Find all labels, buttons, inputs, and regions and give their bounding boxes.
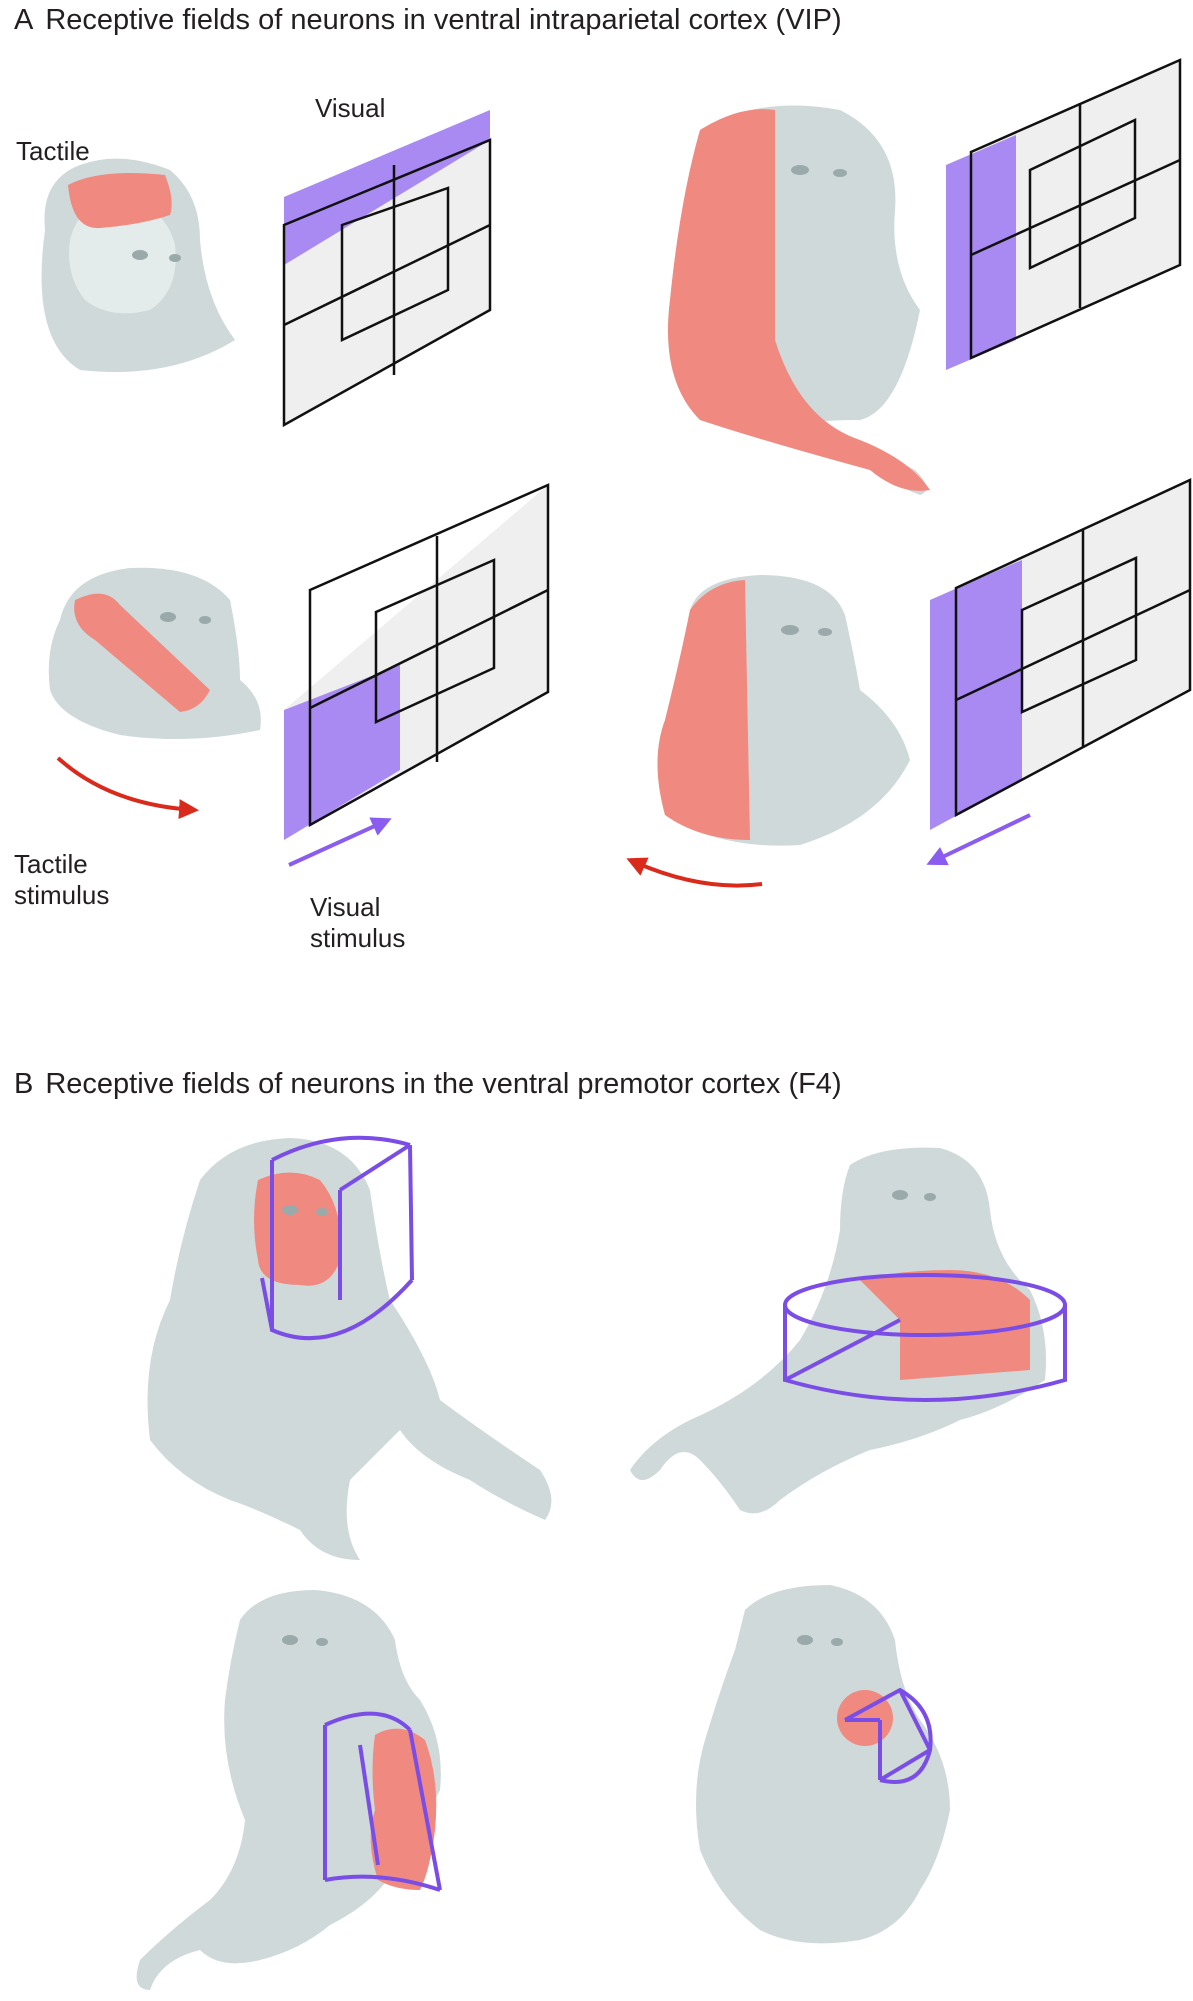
panel-a-title: Receptive fields of neurons in ventral i… <box>45 4 842 36</box>
monkey-body-b2 <box>630 1147 1067 1514</box>
label-tactile: Tactile <box>16 136 90 166</box>
monkey-torso-a2 <box>668 105 930 495</box>
visual-stimulus-arrow-a4 <box>926 813 1031 866</box>
tactile-field-a1 <box>68 172 172 229</box>
visual-field-volume-b2 <box>783 1273 1067 1402</box>
monkey-head-a3 <box>48 567 261 739</box>
label-visual: Visual <box>315 93 386 123</box>
visual-stimulus-arrow-a3 <box>288 817 392 867</box>
visual-grid-a2 <box>946 58 1182 370</box>
tactile-field-b3 <box>370 1728 437 1890</box>
panel-b-letter: B <box>14 1068 34 1100</box>
tactile-stimulus-arrow-a3 <box>56 756 199 820</box>
tactile-field-b2 <box>860 1270 1030 1380</box>
tactile-field-a4 <box>657 580 750 840</box>
panel-b-heading: B Receptive fields of neurons in the vent… <box>14 1068 842 1101</box>
monkey-head-a4 <box>657 575 910 846</box>
panel-a-letter: A <box>14 4 34 36</box>
label-visual-stimulus: Visual stimulus <box>310 892 406 953</box>
monkey-head-a1 <box>41 158 236 372</box>
tactile-field-b1 <box>254 1172 341 1286</box>
visual-field-volume-b3 <box>323 1711 442 1892</box>
label-tactile-stimulus: Tactile stimulus <box>14 849 110 910</box>
monkey-body-b4 <box>696 1585 950 1944</box>
tactile-field-a3 <box>74 593 210 712</box>
visual-grid-a4 <box>930 478 1192 830</box>
panel-b-title: Receptive fields of neurons in the ventr… <box>45 1068 842 1100</box>
monkey-body-b3 <box>136 1590 442 1990</box>
tactile-field-a2 <box>668 109 930 491</box>
visual-grid-a1 <box>282 110 492 428</box>
visual-grid-a3 <box>284 483 550 840</box>
panel-a-heading: A Receptive fields of neurons in ventral … <box>14 4 842 37</box>
tactile-stimulus-arrow-a4 <box>626 857 763 888</box>
monkey-body-b1 <box>147 1135 552 1560</box>
visual-field-volume-b1 <box>260 1135 414 1341</box>
visual-field-volume-b4 <box>844 1687 933 1784</box>
